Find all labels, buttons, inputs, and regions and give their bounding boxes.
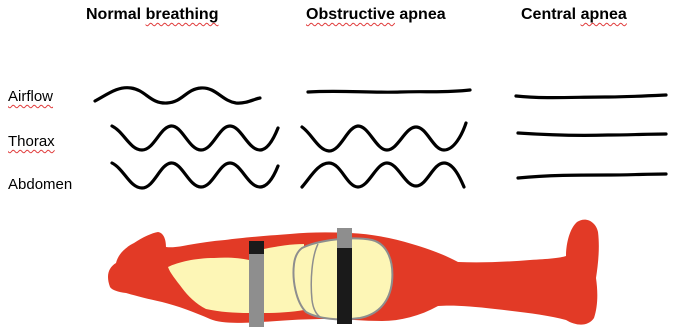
central-thorax-wave — [518, 133, 666, 135]
obstructive-abdomen-wave — [302, 163, 464, 187]
normal-abdomen-wave — [112, 163, 278, 188]
obstructive-thorax-wave — [302, 123, 466, 151]
abdomen-belt-top — [337, 228, 352, 248]
normal-airflow-wave — [95, 88, 260, 103]
central-airflow-wave — [516, 95, 666, 98]
thorax-belt-sensor — [249, 241, 264, 254]
normal-thorax-wave — [112, 126, 278, 150]
obstructive-airflow-wave — [308, 90, 470, 92]
patient-figure — [108, 220, 599, 327]
central-abdomen-wave — [518, 174, 666, 178]
